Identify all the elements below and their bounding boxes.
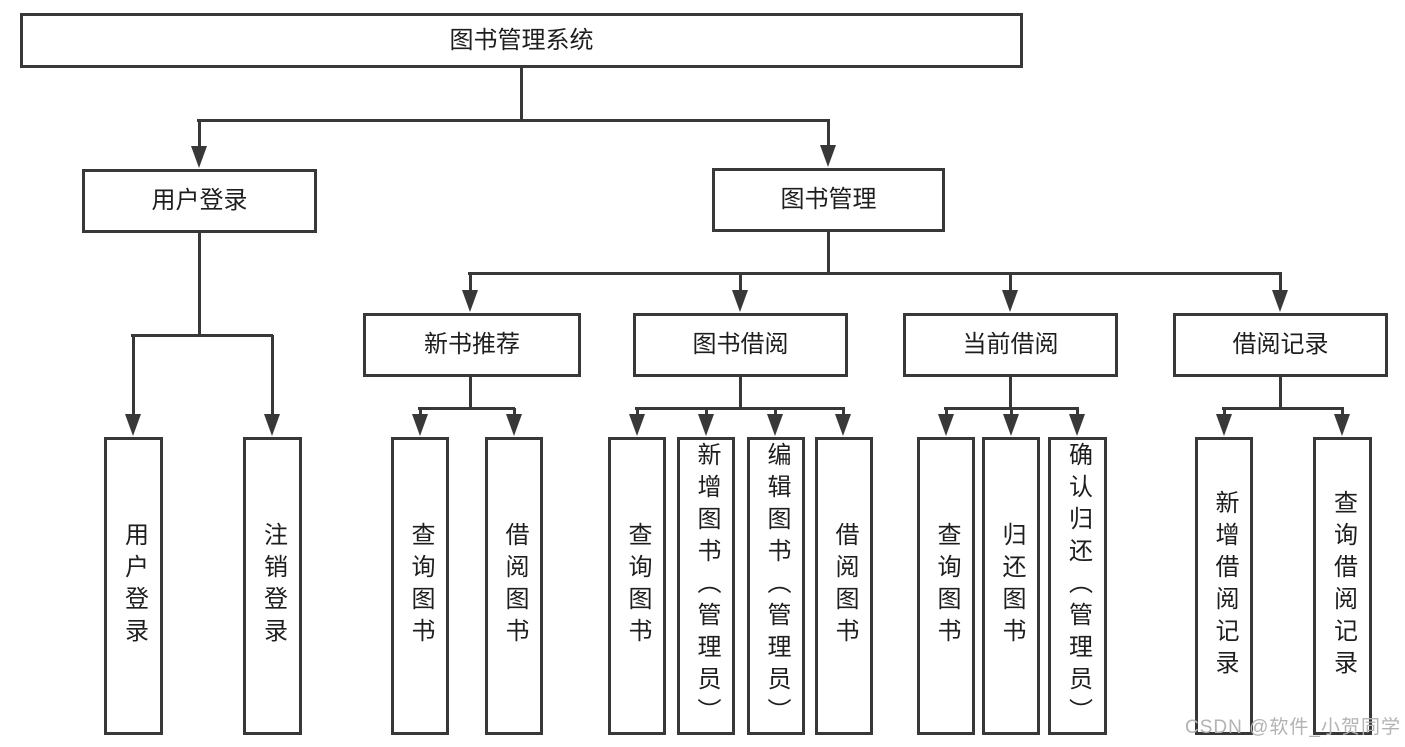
leaf-current-query-books-label: 查询图书 xyxy=(933,522,960,650)
node-current-borrowing: 当前借阅 xyxy=(903,313,1118,377)
leaf-borrowing-query-books: 查询图书 xyxy=(608,437,666,735)
leaf-user-login-label: 用户登录 xyxy=(120,522,148,650)
connector-root-stem xyxy=(520,68,523,121)
csdn-watermark: CSDN @软件_小贺同学 xyxy=(1185,717,1401,738)
leaf-current-return-books-label: 归还图书 xyxy=(998,522,1025,650)
leaf-current-query-books: 查询图书 xyxy=(917,437,975,735)
arrowhead-down-bb-borrow xyxy=(835,408,851,436)
leaf-borrowing-edit-books-admin: 编辑图书（管理员） xyxy=(747,437,805,735)
leaf-borrowing-add-books-admin-label: 新增图书（管理员） xyxy=(693,442,720,730)
leaf-logout-login-label: 注销登录 xyxy=(259,522,287,650)
arrowhead-down-br-add xyxy=(1216,408,1232,436)
leaf-borrowing-edit-books-admin-label: 编辑图书（管理员） xyxy=(763,442,790,730)
arrowhead-down-leaf-user-login xyxy=(125,335,141,436)
connector-records-stem xyxy=(1279,376,1282,409)
leaf-borrowing-add-books-admin: 新增图书（管理员） xyxy=(677,437,735,735)
connector-borrowing-stem xyxy=(739,376,742,409)
leaf-newbook-borrow-books-label: 借阅图书 xyxy=(501,522,528,650)
node-user-login: 用户登录 xyxy=(82,169,317,233)
leaf-records-add-record: 新增借阅记录 xyxy=(1195,437,1253,735)
connector-current-stem xyxy=(1009,376,1012,409)
arrowhead-down-new-book-recommend xyxy=(462,273,478,312)
arrowhead-down-book-management xyxy=(820,120,836,167)
connector-user-login-stem xyxy=(198,233,201,336)
node-borrowing-records: 借阅记录 xyxy=(1173,313,1388,377)
connector-root-branch xyxy=(197,119,830,122)
connector-borrowing-branch xyxy=(635,407,845,410)
connector-records-branch xyxy=(1222,407,1344,410)
leaf-user-login: 用户登录 xyxy=(104,437,163,735)
arrowhead-down-nb-query xyxy=(412,408,428,436)
arrowhead-down-nb-borrow xyxy=(506,408,522,436)
arrowhead-down-br-query xyxy=(1334,408,1350,436)
leaf-newbook-borrow-books: 借阅图书 xyxy=(485,437,543,735)
arrowhead-down-bb-add xyxy=(698,408,714,436)
arrowhead-down-bb-query xyxy=(629,408,645,436)
arrowhead-down-borrowing-records xyxy=(1272,273,1288,312)
leaf-logout-login: 注销登录 xyxy=(243,437,302,735)
connector-newbook-stem xyxy=(469,376,472,409)
leaf-current-confirm-return-admin: 确认归还（管理员） xyxy=(1048,437,1107,735)
node-new-book-recommend: 新书推荐 xyxy=(363,313,581,377)
leaf-newbook-query-books-label: 查询图书 xyxy=(407,522,434,650)
leaf-borrowing-query-books-label: 查询图书 xyxy=(624,522,651,650)
arrowhead-down-user-login xyxy=(191,120,207,168)
arrowhead-down-leaf-logout xyxy=(264,335,280,436)
leaf-newbook-query-books: 查询图书 xyxy=(391,437,449,735)
leaf-records-add-record-label: 新增借阅记录 xyxy=(1211,490,1238,682)
arrowhead-down-cb-query xyxy=(938,408,954,436)
connector-user-login-branch xyxy=(131,334,273,337)
connector-newbook-branch xyxy=(418,407,515,410)
leaf-records-query-record-label: 查询借阅记录 xyxy=(1329,490,1357,682)
leaf-current-return-books: 归还图书 xyxy=(982,437,1040,735)
arrowhead-down-bb-edit xyxy=(767,408,783,436)
arrowhead-down-cb-return xyxy=(1003,408,1019,436)
leaf-borrowing-borrow-books-label: 借阅图书 xyxy=(831,522,858,650)
leaf-current-confirm-return-admin-label: 确认归还（管理员） xyxy=(1064,442,1092,730)
arrowhead-down-book-borrowing xyxy=(732,273,748,312)
leaf-borrowing-borrow-books: 借阅图书 xyxy=(815,437,873,735)
node-book-management: 图书管理 xyxy=(712,168,945,232)
node-book-borrowing: 图书借阅 xyxy=(633,313,848,377)
node-library-management-system: 图书管理系统 xyxy=(20,13,1023,68)
arrowhead-down-cb-confirm xyxy=(1069,408,1085,436)
arrowhead-down-current-borrowing xyxy=(1002,273,1018,312)
connector-book-mgmt-stem xyxy=(827,232,830,274)
leaf-records-query-record: 查询借阅记录 xyxy=(1313,437,1372,735)
connector-book-mgmt-branch xyxy=(468,272,1282,275)
